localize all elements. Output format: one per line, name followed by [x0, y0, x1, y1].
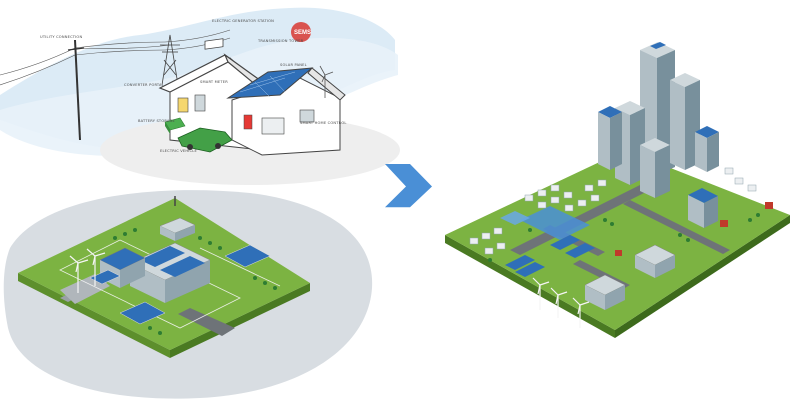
svg-text:SEMS: SEMS — [294, 30, 311, 36]
ground-slab-side-right — [170, 283, 310, 358]
house-right — [226, 67, 346, 156]
industrial-blocks — [584, 244, 676, 310]
city-solar-rows — [505, 235, 595, 277]
smart-city-illustration — [445, 42, 790, 338]
label-battery: BATTERY STORAGE — [138, 119, 175, 123]
city-trees — [488, 213, 760, 262]
city-slab-side — [445, 235, 615, 338]
building-small-top — [159, 217, 196, 241]
label-vehicle: ELECTRIC VEHICLE — [160, 149, 197, 153]
label-generator: ELECTRIC GENERATOR STATION — [212, 19, 274, 23]
houses-cluster — [469, 167, 757, 255]
battery-storage — [164, 117, 186, 134]
label-smart-home: SMART HOME CONTROL — [300, 121, 347, 125]
office-block — [688, 188, 718, 228]
red-houses — [615, 202, 773, 256]
electric-vehicle — [177, 127, 233, 153]
road — [178, 308, 235, 336]
city-wind-turbines — [532, 277, 590, 328]
label-converter: CONVERTER PORTAL — [124, 83, 164, 87]
label-meter: SMART METER — [200, 80, 228, 84]
transmission-tower — [160, 34, 180, 86]
label-utility: UTILITY CONNECTION — [40, 35, 82, 39]
trees — [113, 228, 277, 335]
city-slab-side-right — [615, 215, 790, 338]
label-solar: SOLAR PANEL — [280, 63, 307, 67]
utility-pole — [67, 39, 85, 141]
wind-turbines — [69, 248, 106, 293]
small-wind-turbine — [319, 65, 334, 98]
skyscraper-front — [640, 138, 670, 198]
microgrid-illustration — [3, 190, 373, 399]
water-pool — [520, 206, 590, 240]
smart-home-illustration: SEMS UTILITY CONNECTION ELECTRIC GENERAT… — [0, 7, 400, 185]
ground-slab-side — [18, 273, 170, 358]
cloud-badge-icon: SEMS — [291, 22, 311, 42]
solar-array — [89, 244, 271, 325]
label-transmission: TRANSMISSION TOWER — [257, 39, 304, 43]
water-pool-small — [500, 211, 530, 225]
chevron-right-icon — [385, 164, 432, 208]
skyscraper-left — [598, 106, 622, 170]
tower-far-right — [695, 126, 719, 172]
